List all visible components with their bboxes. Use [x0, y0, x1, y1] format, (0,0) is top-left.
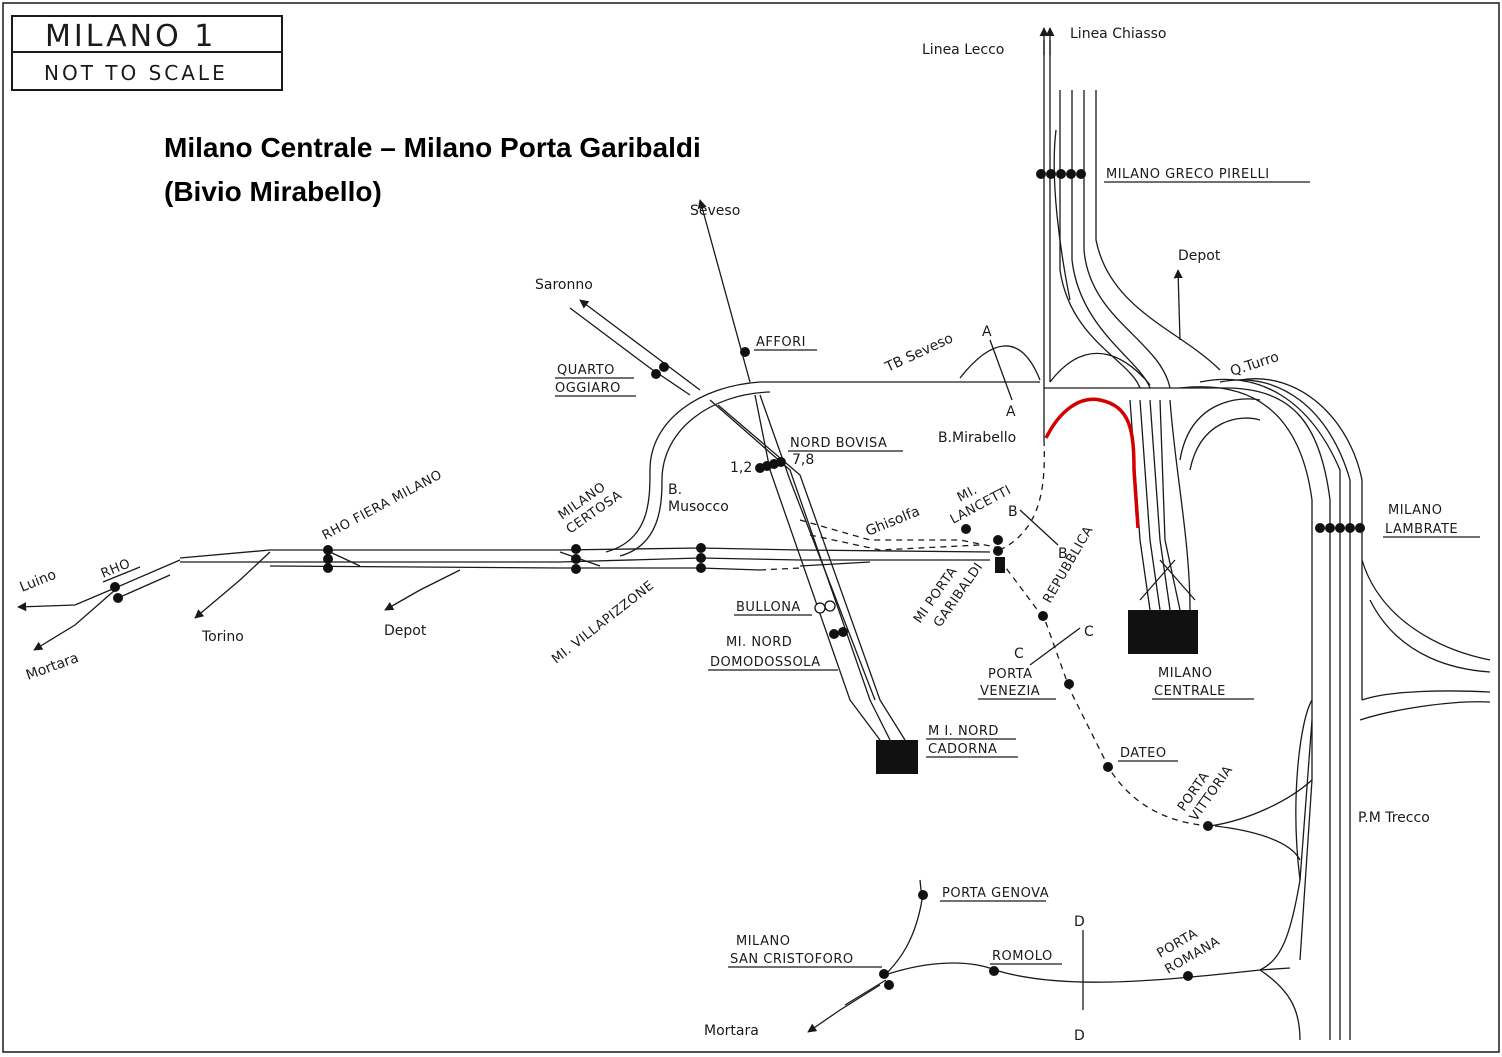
route-heading-line1: Milano Centrale – Milano Porta Garibaldi [164, 132, 701, 163]
station-labels: RHO RHO FIERA MILANO MILANO CERTOSA MI. … [99, 167, 1480, 977]
station-cadorna-line2: CADORNA [928, 742, 997, 757]
section-b-lower: B [1058, 546, 1068, 562]
station-san-cristoforo-line1: MILANO [736, 934, 790, 949]
label-saronno: Saronno [535, 277, 593, 293]
station-porta-venezia-line1: PORTA [988, 667, 1032, 682]
label-linea-lecco: Linea Lecco [922, 42, 1004, 58]
label-linea-chiasso: Linea Chiasso [1070, 26, 1166, 42]
station-porta-genova: PORTA GENOVA [942, 886, 1049, 901]
label-b-musocco-line2: Musocco [668, 499, 729, 515]
station-affori: AFFORI [756, 335, 806, 350]
label-mortara-west: Mortara [24, 650, 81, 684]
route-heading-line2: (Bivio Mirabello) [164, 176, 382, 207]
label-seveso: Seveso [690, 203, 740, 219]
centrale-terminal [1128, 610, 1198, 654]
label-q-turro: Q.Turro [1228, 349, 1281, 380]
label-bovisa-tracks-right: 7,8 [792, 452, 814, 468]
station-nord-domodossola-line2: DOMODOSSOLA [710, 655, 821, 670]
station-san-cristoforo-line2: SAN CRISTOFORO [730, 952, 854, 967]
label-b-musocco-line1: B. [668, 482, 682, 498]
cadorna-terminal [876, 740, 918, 774]
section-d-upper: D [1074, 914, 1085, 930]
station-centrale-line1: MILANO [1158, 666, 1212, 681]
station-quarto-line2: OGGIARO [555, 381, 621, 396]
label-luino: Luino [18, 567, 59, 596]
station-nord-bovisa: NORD BOVISA [790, 436, 887, 451]
label-depot-west: Depot [384, 623, 427, 639]
section-c-right: C [1084, 624, 1094, 640]
station-lambrate-line1: MILANO [1388, 503, 1442, 518]
map-subtitle: NOT TO SCALE [44, 61, 228, 85]
station-nord-domodossola-line1: MI. NORD [726, 635, 792, 650]
station-dots [110, 169, 1365, 990]
station-bullona: BULLONA [736, 600, 801, 615]
station-quarto-line1: QUARTO [557, 363, 615, 378]
station-rho: RHO [99, 556, 133, 581]
section-a-upper: A [982, 324, 992, 340]
track-network [17, 27, 1491, 1041]
station-centrale-line2: CENTRALE [1154, 684, 1226, 699]
station-greco-pirelli: MILANO GRECO PIRELLI [1106, 167, 1270, 182]
section-a-lower: A [1006, 404, 1016, 420]
label-b-mirabello: B.Mirabello [938, 430, 1016, 446]
station-cadorna-line1: M I. NORD [928, 724, 999, 739]
station-dateo: DATEO [1120, 746, 1167, 761]
station-lancetti-line2: LANCETTI [948, 483, 1014, 528]
station-lambrate-line2: LAMBRATE [1385, 522, 1458, 537]
station-porta-venezia-line2: VENEZIA [980, 684, 1040, 699]
label-torino: Torino [201, 629, 244, 645]
title-box: MILANO 1 NOT TO SCALE [11, 15, 283, 91]
label-tb-seveso: TB Seveso [882, 330, 956, 376]
section-b-upper: B [1008, 504, 1018, 520]
label-pm-trecco: P.M Trecco [1358, 810, 1430, 826]
section-d-lower: D [1074, 1028, 1085, 1044]
section-c-left: C [1014, 646, 1024, 662]
label-bovisa-tracks-left: 1,2 [730, 460, 752, 476]
bivio-mirabello-highlight [1044, 397, 1140, 529]
label-ghisolfa: Ghisolfa [864, 504, 923, 540]
station-villapizzone: MI. VILLAPIZZONE [549, 578, 657, 667]
station-rho-fiera: RHO FIERA MILANO [320, 468, 445, 544]
station-romolo: ROMOLO [992, 949, 1053, 964]
label-depot-north: Depot [1178, 248, 1221, 264]
map-title: MILANO 1 [45, 19, 216, 54]
label-mortara-south: Mortara [704, 1023, 759, 1039]
